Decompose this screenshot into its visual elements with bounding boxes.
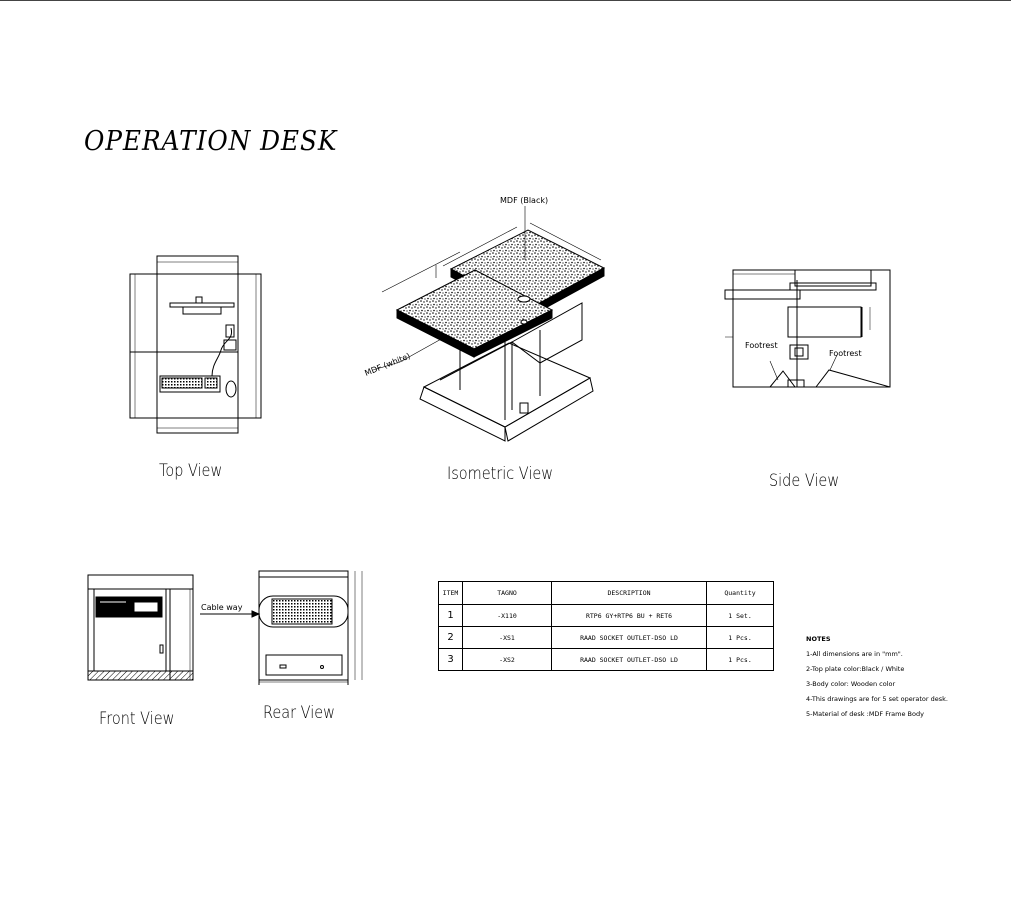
- cell-description: RAAD SOCKET OUTLET-DSO LD: [551, 626, 707, 649]
- table-row: 1 -X110 RTP6 GY+RTP6 BU + RET6 1 Set.: [438, 604, 774, 627]
- label-mdf-white: MDF (white): [363, 351, 411, 377]
- note-item: 5-Material of desk :MDF Frame Body: [806, 710, 924, 718]
- notes-heading: NOTES: [806, 635, 831, 643]
- notes-block: NOTES 1-All dimensions are in "mm". 2-To…: [806, 632, 948, 722]
- header-tagno: TAGNO: [462, 581, 552, 605]
- cell-item: 3: [438, 648, 463, 671]
- top-view-drawing: [129, 255, 262, 434]
- label-footrest-right: Footrest: [829, 349, 862, 358]
- front-view-drawing: [87, 574, 194, 681]
- table-header-row: ITEM TAGNO DESCRIPTION Quantity: [438, 581, 774, 605]
- caption-isometric-view: Isometric View: [447, 464, 554, 484]
- label-cable-way: Cable way: [201, 603, 243, 612]
- cell-description: RAAD SOCKET OUTLET-DSO LD: [551, 648, 707, 671]
- caption-front-view: Front View: [99, 709, 175, 729]
- side-view-drawing: [724, 269, 891, 388]
- note-item: 2-Top plate color:Black / White: [806, 665, 905, 673]
- cell-quantity: 1 Pcs.: [706, 626, 774, 649]
- top-border-line: [0, 0, 1011, 1]
- cell-description: RTP6 GY+RTP6 BU + RET6: [551, 604, 707, 627]
- isometric-view-drawing: [372, 206, 606, 442]
- note-item: 1-All dimensions are in "mm".: [806, 650, 903, 658]
- table-row: 2 -XS1 RAAD SOCKET OUTLET-DSO LD 1 Pcs.: [438, 626, 774, 649]
- label-footrest-left: Footrest: [745, 341, 778, 350]
- cell-quantity: 1 Pcs.: [706, 648, 774, 671]
- caption-rear-view: Rear View: [263, 703, 335, 723]
- cell-tag: -X110: [462, 604, 552, 627]
- caption-side-view: Side View: [769, 471, 840, 491]
- cell-tag: -XS1: [462, 626, 552, 649]
- cell-quantity: 1 Set.: [706, 604, 774, 627]
- drawing-title: OPERATION DESK: [84, 126, 338, 157]
- note-item: 3-Body color: Wooden color: [806, 680, 896, 688]
- cell-tag: -XS2: [462, 648, 552, 671]
- items-table: ITEM TAGNO DESCRIPTION Quantity 1 -X110 …: [438, 581, 774, 671]
- table-row: 3 -XS2 RAAD SOCKET OUTLET-DSO LD 1 Pcs.: [438, 648, 774, 671]
- note-item: 4-This drawings are for 5 set operator d…: [806, 695, 948, 703]
- caption-top-view: Top View: [159, 461, 223, 481]
- cell-item: 2: [438, 626, 463, 649]
- header-item: ITEM: [438, 581, 463, 605]
- rear-view-drawing: [200, 570, 363, 685]
- label-mdf-black: MDF (Black): [500, 196, 548, 205]
- header-description: DESCRIPTION: [551, 581, 707, 605]
- header-quantity: Quantity: [706, 581, 774, 605]
- cell-item: 1: [438, 604, 463, 627]
